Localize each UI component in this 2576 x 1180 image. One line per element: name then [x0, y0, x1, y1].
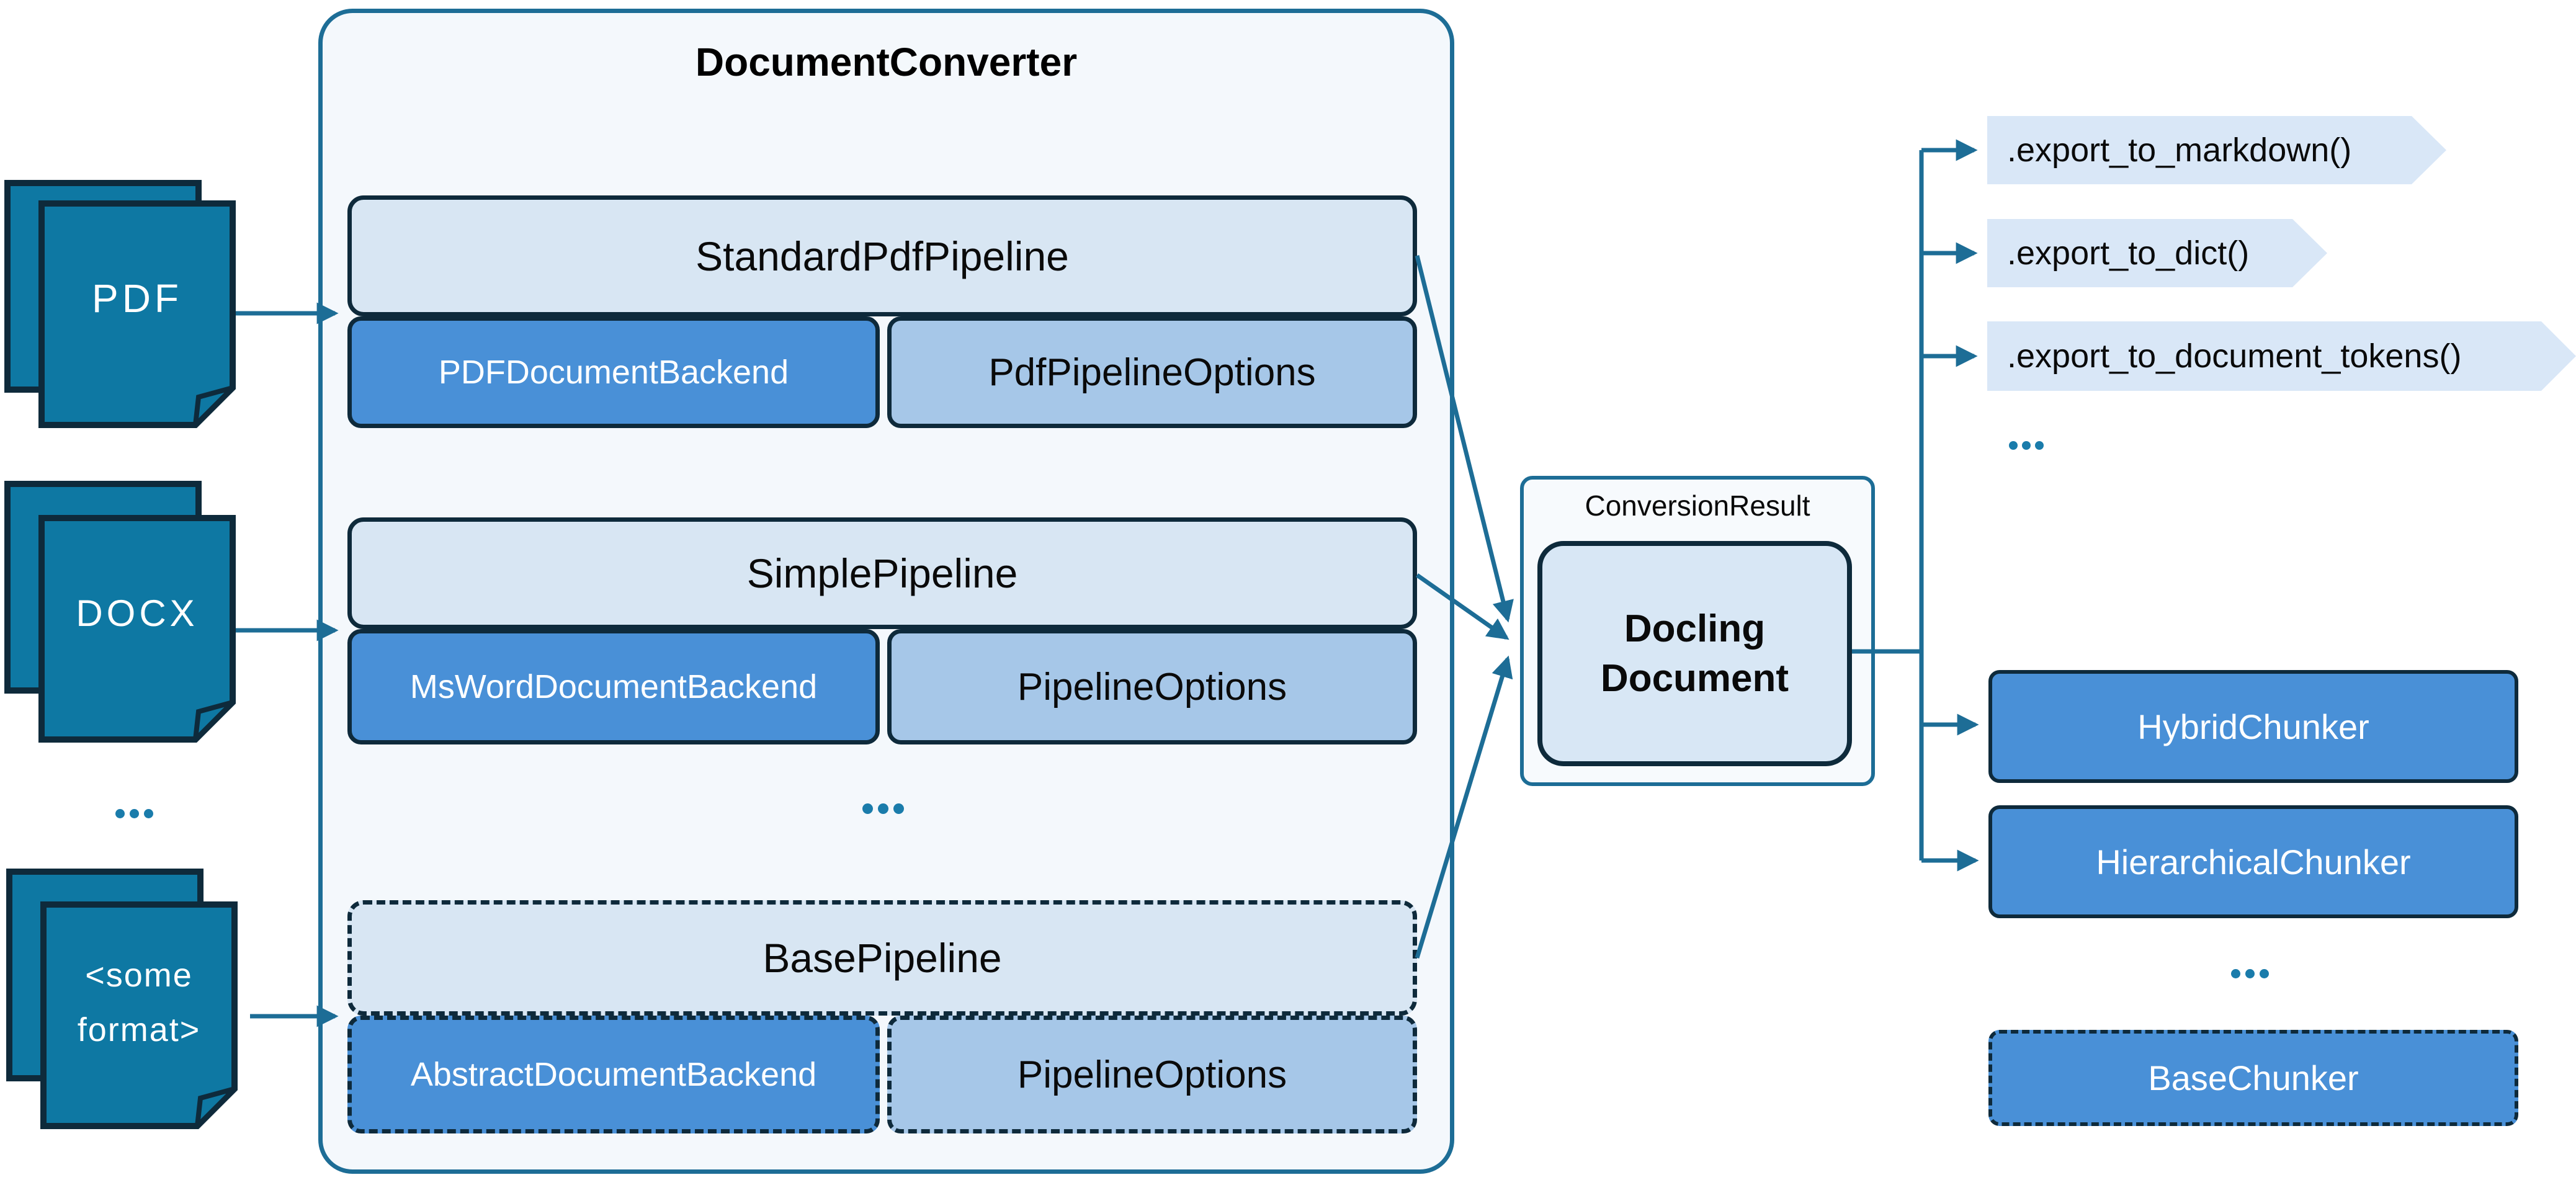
pdf-document-icon [38, 200, 236, 428]
exports-ellipsis-dots [2009, 441, 2044, 450]
ellipsis-dot [2035, 441, 2044, 450]
backend-box-msword: MsWordDocumentBackend [347, 629, 880, 744]
chunker-box-base: BaseChunker [1988, 1030, 2518, 1126]
docx-document-icon [38, 515, 236, 743]
someformat-document-icon [40, 901, 238, 1129]
chunker-box-hierarchical: HierarchicalChunker [1988, 805, 2518, 918]
input-label-docx: DOCX [76, 592, 199, 634]
ellipsis-dot [144, 809, 153, 818]
ellipsis-dot [2231, 969, 2240, 978]
export-banner-markdown: .export_to_markdown() [1987, 116, 2446, 184]
pipeline-box-simple: SimplePipeline [347, 517, 1417, 629]
pipeline-box-standardpdf: StandardPdfPipeline [347, 195, 1417, 316]
pipeline-box-base: BasePipeline [347, 900, 1417, 1016]
export-banner-document-tokens: .export_to_document_tokens() [1987, 321, 2576, 391]
ellipsis-dot [862, 803, 873, 814]
inputs-ellipsis-dots [115, 809, 153, 818]
options-box-base-pipeline: PipelineOptions [887, 1016, 1417, 1133]
ellipsis-dot [878, 803, 888, 814]
input-label-someformat: <some format> [77, 957, 201, 1048]
export-banner-dict: .export_to_dict() [1987, 219, 2327, 287]
ellipsis-dot [2022, 441, 2031, 450]
options-box-pdfpipeline: PdfPipelineOptions [887, 316, 1417, 428]
conversion-result-label: ConversionResult [1585, 489, 1810, 522]
ellipsis-dot [2260, 969, 2269, 978]
ellipsis-dot [893, 803, 904, 814]
ellipsis-dot [115, 809, 125, 818]
converter-ellipsis-dots [862, 803, 904, 814]
ellipsis-dot [2009, 441, 2018, 450]
docling-document-box: Docling Document [1537, 541, 1852, 766]
backend-box-pdfdocument: PDFDocumentBackend [347, 316, 880, 428]
options-box-pipeline: PipelineOptions [887, 629, 1417, 744]
chunkers-ellipsis-dots [2231, 969, 2269, 978]
input-label-pdf: PDF [92, 276, 182, 321]
backend-box-abstract: AbstractDocumentBackend [347, 1016, 880, 1133]
chunker-box-hybrid: HybridChunker [1988, 670, 2518, 783]
ellipsis-dot [2245, 969, 2255, 978]
document-converter-title: DocumentConverter [695, 40, 1078, 84]
ellipsis-dot [130, 809, 139, 818]
